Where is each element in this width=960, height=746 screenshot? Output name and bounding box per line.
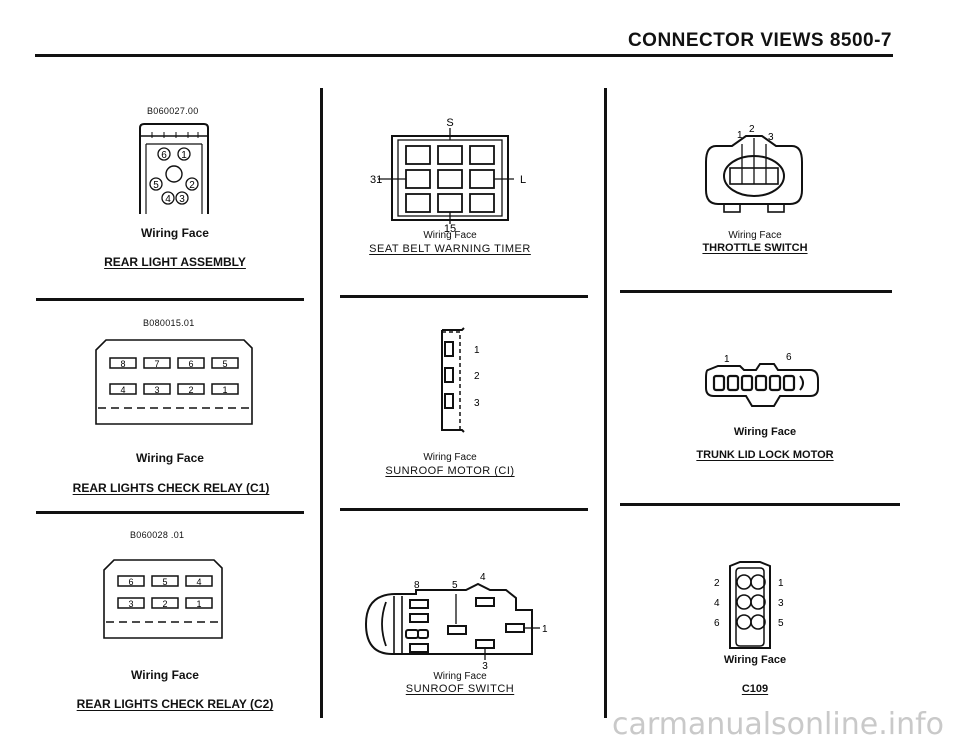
trunk-lid-connector-diagram: 1 6 <box>705 352 819 407</box>
throttle-switch-connector-diagram: 1 2 3 <box>705 124 803 213</box>
pin-5: 5 <box>149 177 163 191</box>
connector-title: REAR LIGHTS CHECK RELAY (C2) <box>76 697 274 711</box>
pin-4: 4 <box>161 191 175 205</box>
pin-label-5: 5 <box>452 580 458 591</box>
wiring-face-label: Wiring Face <box>423 452 477 463</box>
wiring-face-label: Wiring Face <box>723 654 787 666</box>
pin-label-1: 1 <box>724 354 730 365</box>
svg-text:1: 1 <box>181 150 187 161</box>
watermark: carmanualsonline.info <box>612 707 944 742</box>
pin-label-S: S <box>446 117 453 129</box>
pin-label-3: 3 <box>778 598 784 609</box>
pin-3: 3 <box>154 385 159 395</box>
pin-label-2: 2 <box>474 371 480 382</box>
relay-c2-connector-diagram: 6 5 4 3 2 1 <box>103 559 223 639</box>
pin-1: 1 <box>177 147 191 161</box>
rear-light-connector-diagram: 6 1 5 2 4 3 <box>139 123 209 214</box>
pin-6: 6 <box>157 147 171 161</box>
pin-2: 2 <box>162 599 167 609</box>
connector-title: TRUNK LID LOCK MOTOR <box>696 449 834 461</box>
connector-title: SUNROOF MOTOR (CI) <box>385 465 515 477</box>
svg-text:6: 6 <box>161 150 167 161</box>
column-divider-2 <box>604 88 607 718</box>
pin-4: 4 <box>120 385 125 395</box>
connector-title: SUNROOF SWITCH <box>405 683 515 695</box>
svg-text:4: 4 <box>165 194 171 205</box>
sunroof-switch-connector-diagram: 8 5 4 1 3 <box>364 572 548 672</box>
wiring-face-label: Wiring Face <box>728 230 782 241</box>
pin-label-31: 31 <box>370 174 382 186</box>
pin-label-15: 15 <box>444 223 456 235</box>
pin-2: 2 <box>185 177 199 191</box>
pin-6: 6 <box>128 577 133 587</box>
pin-label-L: L <box>520 174 526 186</box>
row-separator <box>620 290 892 293</box>
pin-3: 3 <box>128 599 133 609</box>
svg-text:3: 3 <box>179 194 185 205</box>
pin-label-1: 1 <box>474 345 480 356</box>
c109-connector-diagram: 2 1 4 3 6 5 <box>714 561 784 649</box>
pin-8: 8 <box>120 359 125 369</box>
connector-title: THROTTLE SWITCH <box>702 242 808 254</box>
header-rule <box>35 54 893 57</box>
connector-title: REAR LIGHTS CHECK RELAY (C1) <box>72 481 270 495</box>
pin-6: 6 <box>188 359 193 369</box>
wiring-face-label: Wiring Face <box>733 426 797 438</box>
wiring-face-label: Wiring Face <box>136 451 204 465</box>
svg-text:2: 2 <box>189 180 195 191</box>
pin-label-1: 1 <box>737 130 743 141</box>
column-divider-1 <box>320 88 323 718</box>
pin-label-6: 6 <box>786 352 792 363</box>
pin-2: 2 <box>188 385 193 395</box>
pin-label-5: 5 <box>778 618 784 629</box>
row-separator <box>36 298 304 301</box>
relay-c1-connector-diagram: 8 7 6 5 4 3 2 1 <box>95 339 253 425</box>
row-separator <box>340 295 588 298</box>
wiring-face-label: Wiring Face <box>433 671 487 682</box>
wiring-face-label: Wiring Face <box>423 230 477 241</box>
svg-text:5: 5 <box>153 180 159 191</box>
connector-title: C109 <box>741 683 769 695</box>
pin-label-1: 1 <box>778 578 784 589</box>
page-header: CONNECTOR VIEWS 8500-7 <box>627 30 892 51</box>
pin-label-6: 6 <box>714 618 720 629</box>
wiring-face-label: Wiring Face <box>141 226 209 240</box>
pin-4: 4 <box>196 577 201 587</box>
pin-5: 5 <box>222 359 227 369</box>
pin-label-3: 3 <box>768 132 774 143</box>
pin-label-8: 8 <box>414 580 420 591</box>
wiring-face-label: Wiring Face <box>131 668 199 682</box>
pin-label-2: 2 <box>749 124 755 135</box>
pin-label-4: 4 <box>480 572 486 583</box>
pin-7: 7 <box>154 359 159 369</box>
pin-label-4: 4 <box>714 598 720 609</box>
row-separator <box>340 508 588 511</box>
connector-title: REAR LIGHT ASSEMBLY <box>104 255 246 269</box>
row-separator <box>620 503 900 506</box>
part-code: B080015.01 <box>143 318 195 328</box>
pin-label-2: 2 <box>714 578 720 589</box>
pin-label-1: 1 <box>542 624 548 635</box>
pin-1: 1 <box>222 385 227 395</box>
seat-belt-timer-connector-diagram: S 31 L 15 <box>370 117 526 235</box>
pin-label-3: 3 <box>474 398 480 409</box>
pin-3: 3 <box>175 191 189 205</box>
pin-1: 1 <box>196 599 201 609</box>
pin-5: 5 <box>162 577 167 587</box>
sunroof-motor-connector-diagram: 1 2 3 <box>441 327 480 433</box>
part-code: B060028 .01 <box>130 530 185 540</box>
part-code: B060027.00 <box>147 106 199 116</box>
row-separator <box>36 511 304 514</box>
connector-title: SEAT BELT WARNING TIMER <box>369 243 531 255</box>
pin-label-3: 3 <box>482 661 488 672</box>
